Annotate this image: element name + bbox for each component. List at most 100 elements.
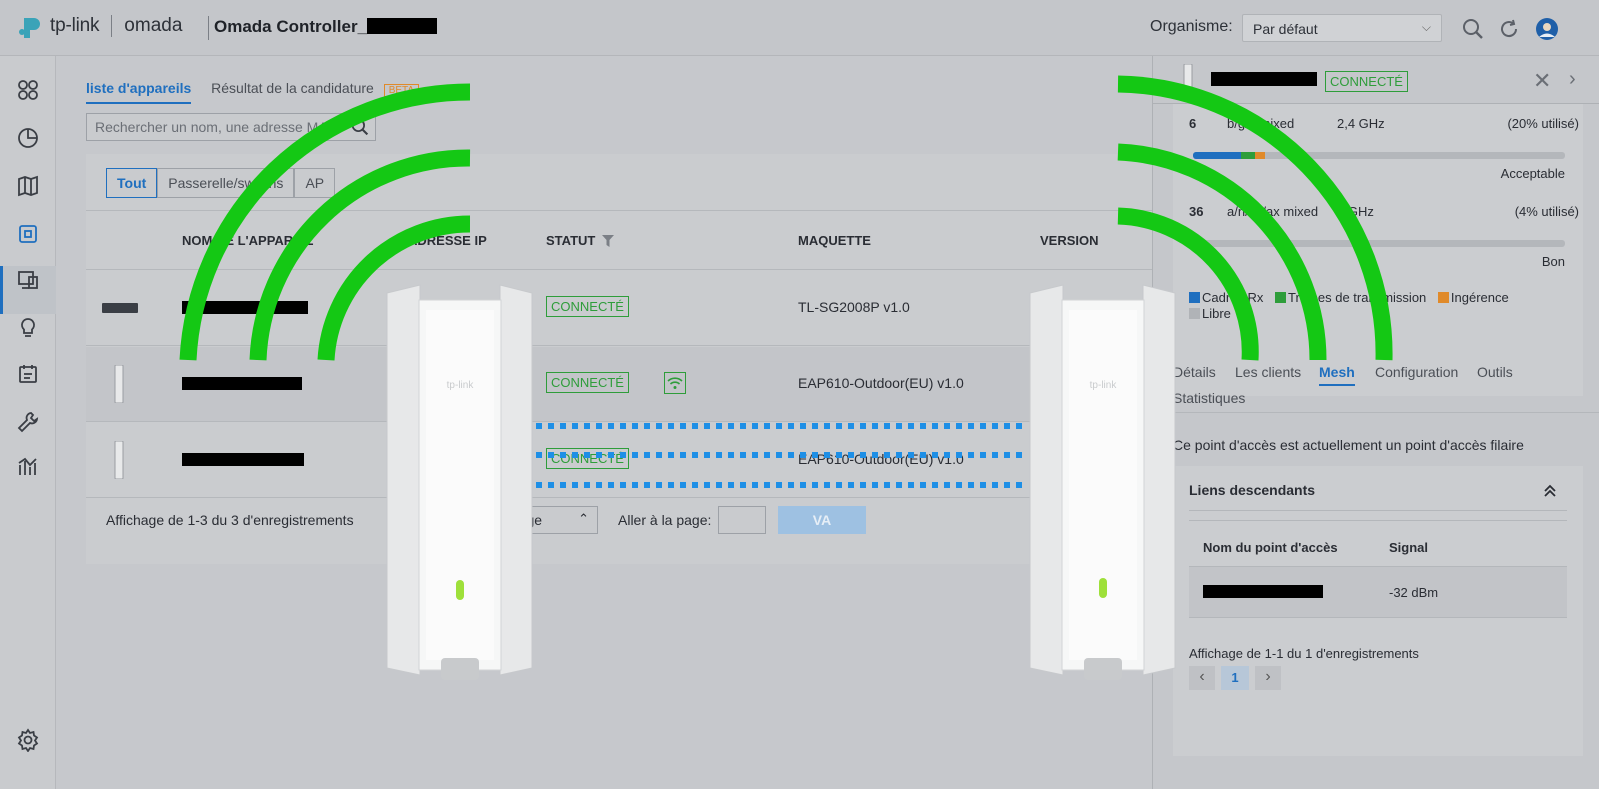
table-row[interactable]: 192.168.20.90 CONNECTÉ TL-SG2008P v1.0 2… [86, 271, 1152, 346]
per-page-value: /page [507, 512, 543, 528]
filter-ap[interactable]: AP [294, 168, 336, 198]
redacted-device-name [182, 453, 304, 466]
interference-fill [1255, 152, 1265, 159]
organisation-select-value: Par défaut [1253, 21, 1318, 37]
logo-divider [111, 15, 113, 37]
page-number-button[interactable]: 1 [1221, 666, 1249, 690]
tp-link-omada-logo[interactable]: tp-link omada [18, 12, 182, 40]
sidebar-active-indicator [0, 266, 56, 314]
channel-number: 36 [1189, 204, 1204, 219]
organisation-label: Organisme: [1150, 18, 1233, 35]
channel-mode: b/g/n mixed [1227, 116, 1295, 131]
legend-swatch [1189, 308, 1200, 319]
per-page-select[interactable]: /page ⌃ [498, 506, 598, 534]
redacted-device-name [182, 301, 308, 314]
redacted-device-name [1211, 72, 1317, 86]
clients-icon[interactable] [16, 268, 40, 292]
col-signal: Signal [1389, 540, 1429, 555]
downlinks-card: Liens descendants Nom du point d'accès S… [1173, 466, 1583, 756]
tab-details[interactable]: Détails [1173, 364, 1216, 380]
filter-funnel-icon[interactable] [602, 235, 614, 247]
close-icon[interactable]: ✕ [1533, 68, 1552, 93]
logo-tp-link-text: tp-link [50, 15, 100, 36]
col-ap-name: Nom du point d'accès [1203, 540, 1338, 555]
pagination-summary: Affichage de 1-3 du 3 d'enregistrements [106, 512, 354, 528]
organisation-select[interactable]: Par défaut ⌵ [1242, 14, 1442, 42]
status-badge: CONNECTÉ [546, 448, 629, 469]
goto-page-label: Aller à la page: [618, 512, 712, 528]
col-device-name[interactable]: NOM DE L'APPAREIL [182, 233, 314, 248]
logs-icon[interactable] [16, 362, 40, 386]
legend-item: Ingérence [1437, 290, 1509, 305]
legend-item: Cadres Rx [1189, 290, 1263, 305]
filter-all[interactable]: Tout [106, 168, 158, 198]
chevron-right-icon[interactable]: › [1569, 68, 1576, 90]
device-search-input[interactable]: Rechercher un nom, une adresse MAC [86, 113, 376, 141]
tab-configuration[interactable]: Configuration [1375, 364, 1459, 380]
channel-number: 6 [1189, 116, 1197, 131]
collapse-chevron-up-icon[interactable] [1543, 484, 1557, 498]
device-model: TL-SG2008P v1.0 [798, 299, 910, 315]
prev-page-icon[interactable]: ‹ [1189, 666, 1215, 690]
tab-clients[interactable]: Les clients [1235, 364, 1302, 380]
legend-label: Libre [1202, 306, 1231, 321]
table-row[interactable]: -32 dBm [1189, 566, 1567, 618]
rf-channel-card: 6 b/g/n mixed 2,4 GHz (20% utilisé) Acce… [1173, 104, 1583, 396]
device-model: EAP610-Outdoor(EU) v1.0 [798, 451, 964, 467]
legend-item: Libre [1189, 306, 1231, 321]
device-ip: 192.168.20.90 [408, 299, 498, 315]
channel-mode: a/n/ac/ax mixed [1227, 204, 1319, 219]
controller-title-text: Omada Controller_ [214, 17, 368, 36]
main-content: liste d'appareils Résultat de la candida… [56, 56, 1152, 789]
outdoor-ap-device-icon [114, 365, 124, 403]
legend-swatch [1437, 292, 1449, 303]
next-page-icon[interactable]: › [1255, 666, 1281, 690]
search-icon[interactable] [1462, 18, 1484, 40]
channel-usage: (20% utilisé) [1507, 116, 1579, 131]
tx-frames-fill [1241, 152, 1255, 159]
insight-bulb-icon[interactable] [16, 316, 40, 340]
col-status[interactable]: STATUT [546, 233, 596, 248]
dashboard-icon[interactable] [16, 78, 40, 102]
tabs-divider [1153, 412, 1599, 413]
search-icon[interactable] [351, 118, 369, 136]
legend-item: Trames de transmission [1275, 290, 1426, 305]
settings-gear-icon[interactable] [16, 728, 40, 752]
utilization-bar-5g [1193, 240, 1565, 247]
left-sidebar [0, 56, 56, 789]
tp-link-logo-icon [19, 18, 40, 38]
col-ip-address[interactable]: ADRESSE IP [408, 233, 487, 248]
channel-row-2g: 6 b/g/n mixed 2,4 GHz (20% utilisé) [1189, 116, 1579, 131]
legend-swatch [1275, 292, 1287, 303]
map-icon[interactable] [16, 174, 40, 198]
reports-icon[interactable] [16, 454, 40, 478]
col-model[interactable]: MAQUETTE [798, 233, 871, 248]
user-avatar-icon[interactable] [1535, 17, 1559, 41]
search-placeholder: Rechercher un nom, une adresse MAC [95, 119, 338, 135]
tab-application-result[interactable]: Résultat de la candidature [211, 80, 374, 96]
rx-frames-fill [1193, 152, 1241, 159]
card-divider [1189, 510, 1567, 511]
statistics-icon[interactable] [16, 126, 40, 150]
tab-device-list[interactable]: liste d'appareils [86, 80, 192, 104]
col-version[interactable]: VERSION [1040, 233, 1099, 248]
filter-gateway-switch[interactable]: Passerelle/switchs [157, 168, 295, 198]
table-row[interactable]: CONNECTÉ EAP610-Outdoor(EU) v1.0 [86, 423, 1152, 498]
header-divider [208, 16, 209, 40]
table-row[interactable]: CONNECTÉ EAP610-Outdoor(EU) v1.0 [86, 347, 1152, 422]
signal-value: -32 dBm [1389, 585, 1439, 600]
device-detail-drawer: CONNECTÉ ✕ › 6 b/g/n mixed 2,4 GHz (20% … [1152, 56, 1599, 789]
redacted-device-name [182, 377, 302, 390]
tab-tools[interactable]: Outils [1477, 364, 1513, 380]
tab-statistics[interactable]: Statistiques [1173, 390, 1246, 406]
tab-mesh[interactable]: Mesh [1319, 364, 1355, 386]
refresh-icon[interactable] [1498, 18, 1520, 40]
devices-icon[interactable] [16, 222, 40, 246]
go-button[interactable]: VA [778, 506, 866, 534]
logo-omada-text: omada [124, 15, 183, 36]
legend-label: Ingérence [1450, 290, 1509, 305]
tools-icon[interactable] [16, 410, 40, 434]
controller-title: Omada Controller_ [214, 17, 438, 37]
status-badge: CONNECTÉ [1325, 71, 1408, 92]
goto-page-input[interactable] [718, 506, 766, 534]
